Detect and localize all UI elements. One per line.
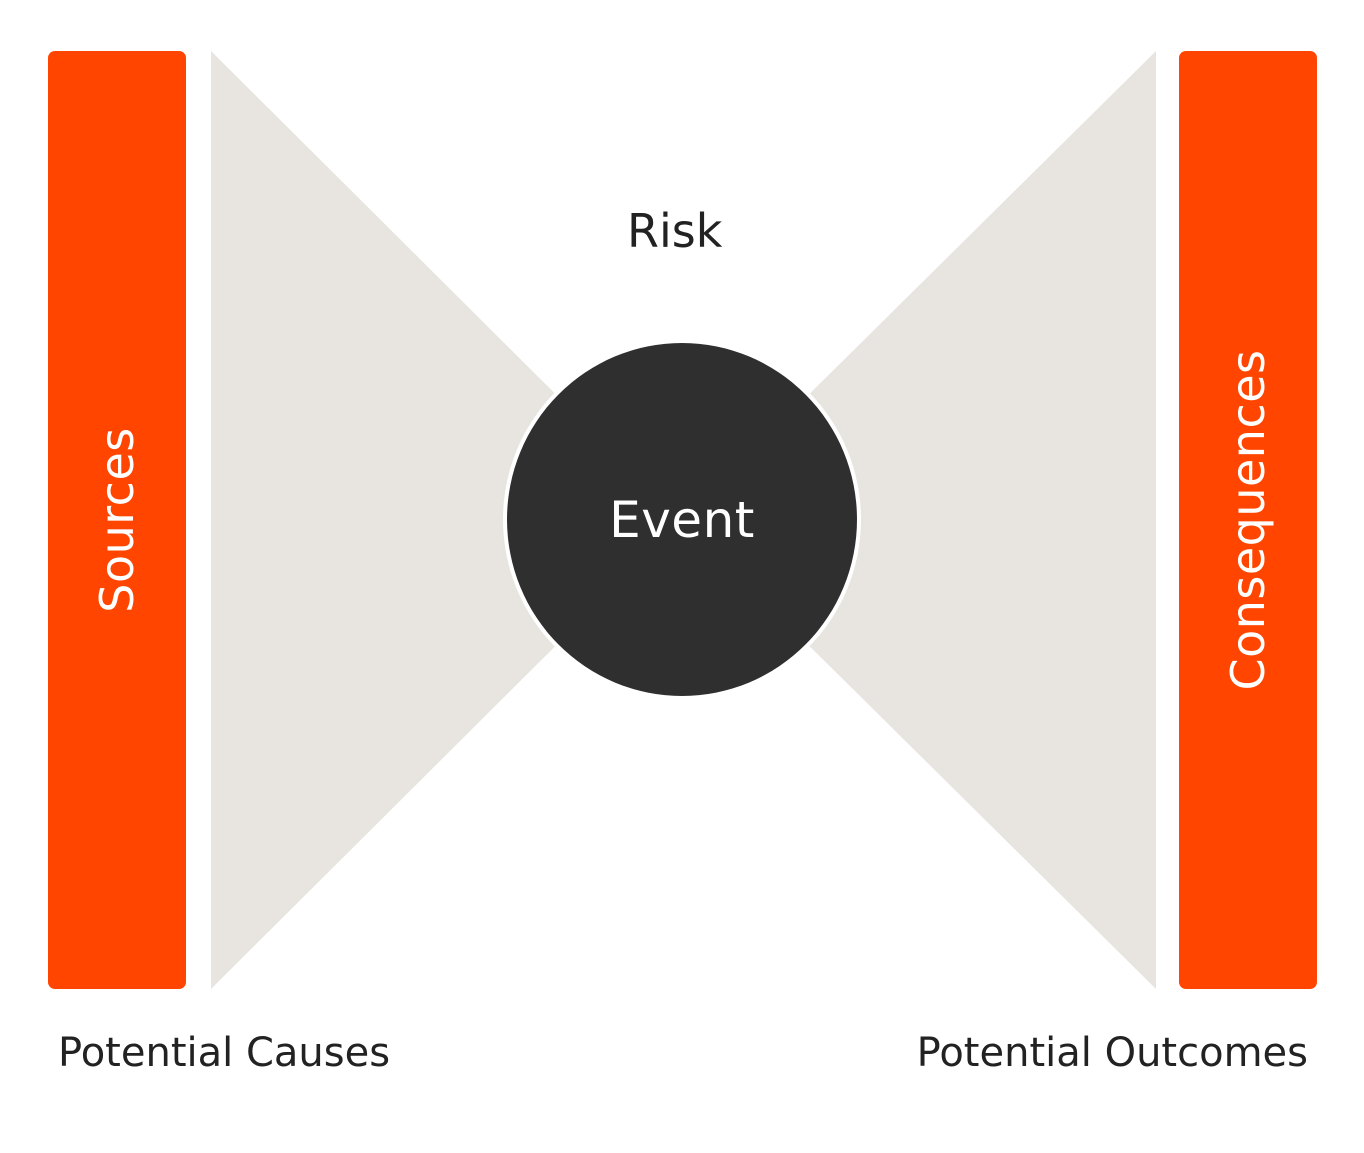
potential-outcomes-caption: Potential Outcomes (916, 1030, 1308, 1076)
consequences-bar: Consequences (1179, 51, 1317, 989)
event-label: Event (609, 490, 755, 549)
right-funnel (682, 51, 1156, 989)
left-funnel (211, 51, 682, 989)
event-node: Event (503, 339, 861, 700)
sources-bar: Sources (48, 51, 186, 989)
potential-causes-caption: Potential Causes (58, 1030, 391, 1076)
risk-label: Risk (627, 204, 723, 258)
sources-label: Sources (90, 427, 144, 613)
consequences-label: Consequences (1221, 349, 1275, 691)
